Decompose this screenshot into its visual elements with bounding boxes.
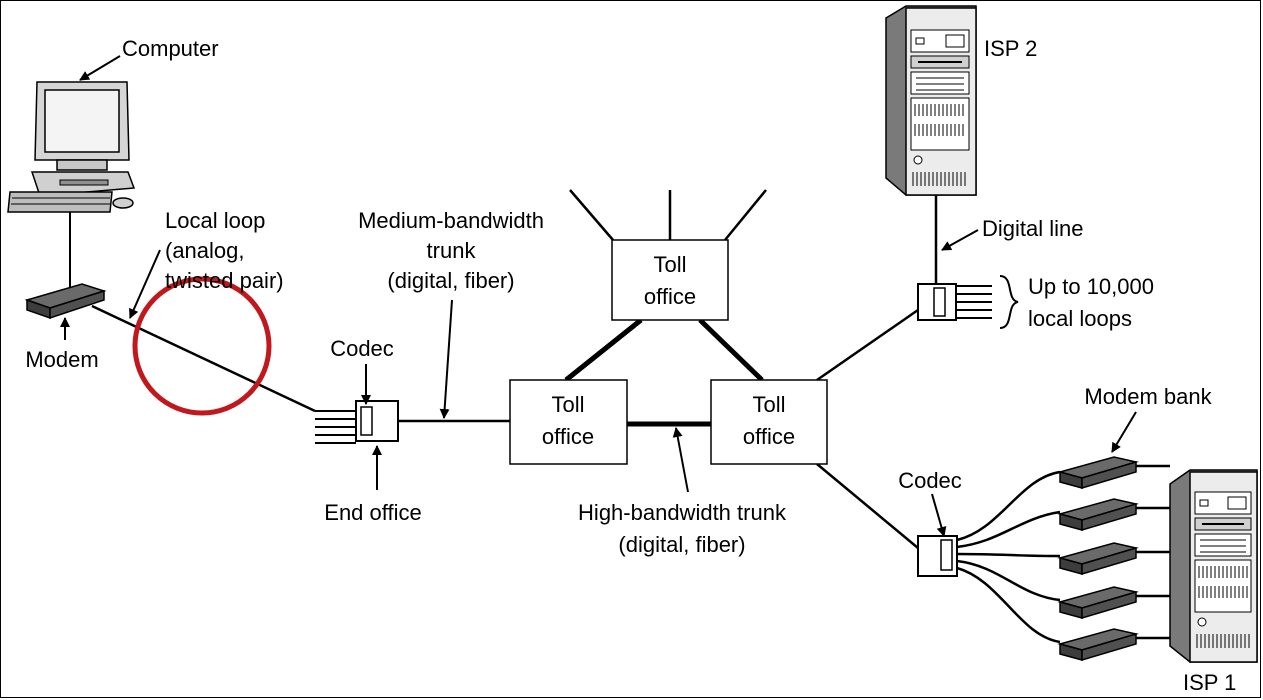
local-loop-highlight-circle xyxy=(132,276,272,416)
toll-office-label: Toll xyxy=(551,392,584,417)
isp1-codec-icon xyxy=(917,535,958,577)
end-office-label: End office xyxy=(324,500,421,525)
toll-office-right-box xyxy=(710,379,828,465)
modem-bank-arrow xyxy=(1111,411,1137,453)
toll-top-spoke-left xyxy=(569,189,614,241)
toll-office-label: Toll xyxy=(653,252,686,277)
bank-modem-icon xyxy=(1057,456,1139,490)
digital-line-label: Digital line xyxy=(982,216,1084,241)
end-office-codec-icon xyxy=(315,400,399,444)
modem-label: Modem xyxy=(25,347,98,372)
bank-modem-icon xyxy=(1057,542,1139,576)
codec-right-arrow xyxy=(931,493,947,537)
medium-trunk-label: Medium-bandwidth xyxy=(358,208,544,233)
codec-label: Codec xyxy=(330,336,394,361)
annotation-arrows xyxy=(60,55,1137,537)
local-loop-line xyxy=(91,304,316,413)
computer-arrow xyxy=(79,55,121,81)
codec-modem-link-1 xyxy=(956,470,1061,542)
medium-trunk-label: (digital, fiber) xyxy=(387,268,514,293)
modem-bank-icon xyxy=(1057,456,1139,662)
high-trunk-label: (digital, fiber) xyxy=(618,532,745,557)
local-loops-brace xyxy=(999,275,1019,329)
high-trunk-arrow xyxy=(672,427,689,493)
local-loops-count-label: local loops xyxy=(1028,306,1132,331)
bank-modem-icon xyxy=(1057,586,1139,620)
bank-modem-icon xyxy=(1057,628,1139,662)
toll-office-label: Toll xyxy=(752,392,785,417)
medium-trunk-arrow xyxy=(439,299,453,419)
codec-label: Codec xyxy=(898,468,962,493)
toll-to-isp2-codec xyxy=(816,308,919,382)
trunk-top-right xyxy=(698,318,764,382)
medium-trunk-label: trunk xyxy=(427,238,477,263)
toll-office-label: office xyxy=(743,424,795,449)
labels: Computer Local loop (analog, twisted pai… xyxy=(25,36,1236,695)
isp1-label: ISP 1 xyxy=(1183,670,1236,695)
codec-modem-link-2 xyxy=(956,510,1061,549)
bank-modem-icon xyxy=(1057,498,1139,532)
local-loop-label: (analog, xyxy=(165,238,245,263)
isp1-server-icon xyxy=(1169,469,1258,663)
codec-modem-link-5 xyxy=(956,566,1061,644)
local-loops-count-label: Up to 10,000 xyxy=(1028,274,1154,299)
isp2-line-card-icon xyxy=(917,283,992,321)
toll-office-left-box xyxy=(509,379,628,465)
codec-modem-link-4 xyxy=(956,559,1061,602)
toll-office-label: office xyxy=(644,284,696,309)
modem-bank-label: Modem bank xyxy=(1084,384,1212,409)
isp2-label: ISP 2 xyxy=(984,36,1037,61)
computer-label: Computer xyxy=(122,36,219,61)
digital-line-arrow xyxy=(941,229,979,251)
local-loop-arrow xyxy=(129,249,161,319)
local-loop-label: Local loop xyxy=(165,208,265,233)
local-loop-label: twisted pair) xyxy=(165,268,284,293)
isp2-server-icon xyxy=(885,5,977,196)
toll-top-spoke-right xyxy=(724,189,767,241)
connections xyxy=(69,189,1170,644)
toll-to-isp1-codec xyxy=(816,463,919,549)
computer-icon xyxy=(7,81,136,213)
high-trunk-label: High-bandwidth trunk xyxy=(578,500,787,525)
toll-office-top-box xyxy=(611,239,729,321)
codec-modem-link-3 xyxy=(956,552,1061,558)
toll-office-label: office xyxy=(542,424,594,449)
trunk-top-left xyxy=(564,318,643,382)
modem-icon xyxy=(24,283,107,320)
